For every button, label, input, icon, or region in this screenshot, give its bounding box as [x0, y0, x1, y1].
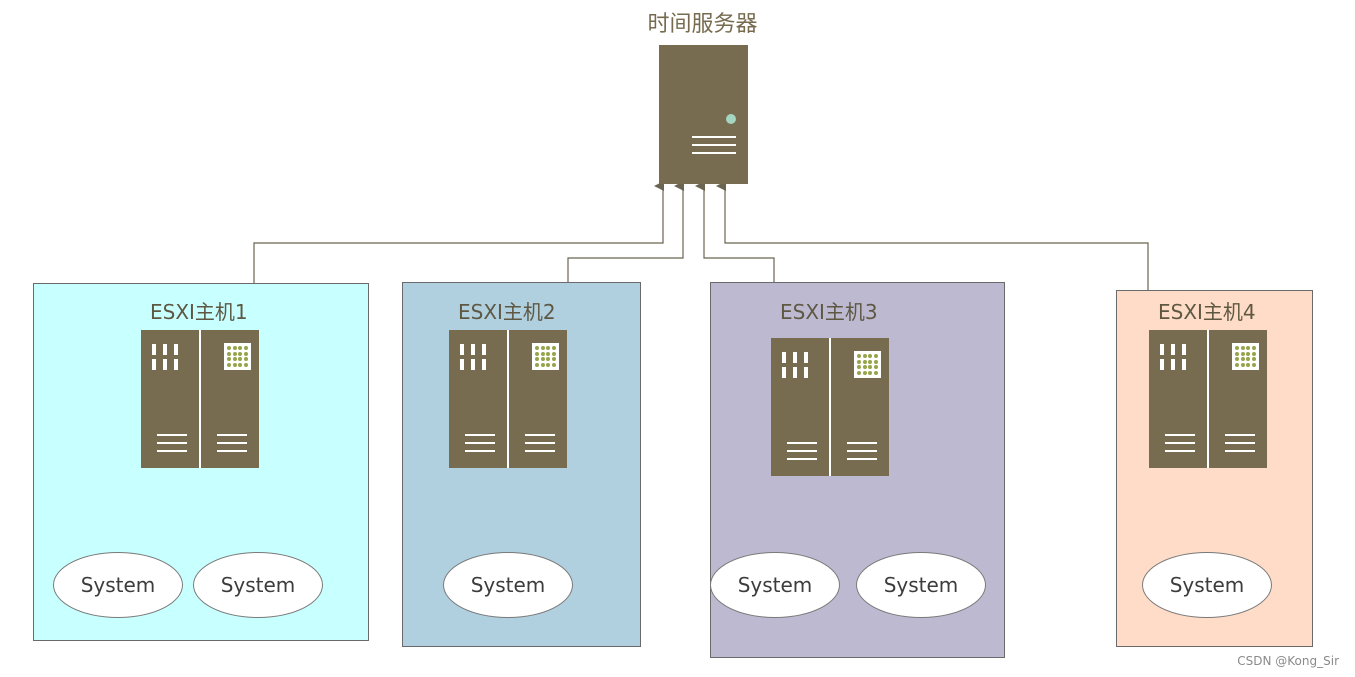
esxi-host-4-server-icon[interactable] — [1149, 330, 1267, 468]
host-3-system-1[interactable]: System — [710, 552, 840, 618]
esxi-host-1-server-icon[interactable] — [141, 330, 259, 468]
esxi-host-3-server-icon[interactable] — [771, 338, 889, 476]
host-2-system-1[interactable]: System — [443, 552, 573, 618]
esxi-host-2-server-icon[interactable] — [449, 330, 567, 468]
server-unit-right-icon — [831, 338, 889, 476]
host-3-system-2[interactable]: System — [856, 552, 986, 618]
esxi-host-2-label: ESXI主机2 — [458, 300, 556, 324]
host-1-system-2[interactable]: System — [193, 552, 323, 618]
server-unit-right-icon — [509, 330, 567, 468]
time-server-icon[interactable] — [659, 45, 748, 184]
drive-bays-icon — [692, 136, 736, 160]
server-unit-left-icon — [1149, 330, 1207, 468]
time-server-label: 时间服务器 — [647, 12, 758, 37]
host-4-system-1[interactable]: System — [1142, 552, 1272, 618]
server-unit-right-icon — [1209, 330, 1267, 468]
host-1-system-1[interactable]: System — [53, 552, 183, 618]
server-unit-left-icon — [141, 330, 199, 468]
server-unit-left-icon — [449, 330, 507, 468]
esxi-host-3-label: ESXI主机3 — [780, 300, 878, 324]
power-led-icon — [726, 114, 736, 124]
server-unit-left-icon — [771, 338, 829, 476]
esxi-host-1-label: ESXI主机1 — [150, 300, 248, 324]
esxi-host-4-label: ESXI主机4 — [1158, 300, 1256, 324]
server-unit-right-icon — [201, 330, 259, 468]
watermark: CSDN @Kong_Sir — [1237, 654, 1339, 668]
